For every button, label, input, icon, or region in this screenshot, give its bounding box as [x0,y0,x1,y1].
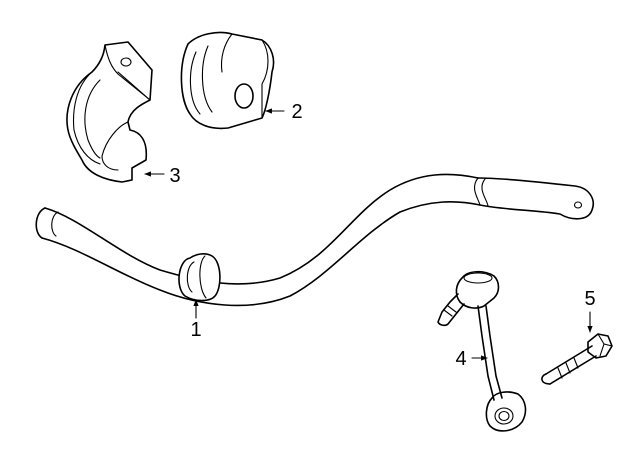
stabilizer-bar [35,173,594,307]
callout-2: 2 [291,101,302,123]
callout-leaders [144,108,593,361]
callout-5: 5 [584,288,595,310]
callout-1: 1 [190,319,201,341]
bar-bushing-ring [178,253,221,302]
stabilizer-link [437,270,527,432]
stabilizer-bracket [66,41,153,183]
callout-4: 4 [455,348,466,370]
rubber-bushing [180,31,275,130]
bolt [541,333,613,385]
callout-labels: 1 2 3 4 5 [169,101,595,370]
callout-3: 3 [169,165,180,187]
